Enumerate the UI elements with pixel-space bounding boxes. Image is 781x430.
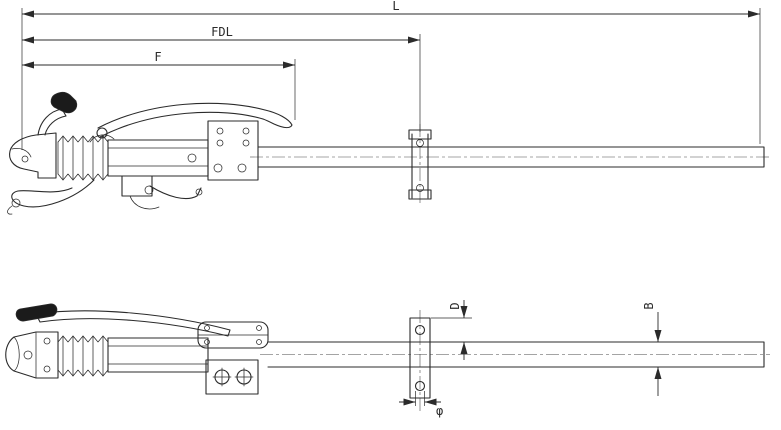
flange-plate-top	[205, 359, 259, 395]
coupling-handle-arm	[37, 108, 67, 136]
top-view: D B φ	[5, 300, 770, 418]
dimension-D: D	[431, 300, 472, 360]
coupling-screw-top	[43, 337, 51, 345]
plate-hole	[242, 139, 250, 147]
cross-plate-outline	[409, 317, 431, 399]
damper-bolt	[204, 325, 210, 331]
coupling-body	[9, 132, 57, 179]
drawbar-outline-top	[267, 341, 765, 368]
clamp-bottom-nut	[408, 189, 432, 200]
dimension-F: F	[22, 50, 296, 120]
bellows-side	[57, 135, 109, 181]
damper-bolt	[256, 339, 262, 345]
cross-plate-hole-upper	[414, 324, 426, 336]
coupling-bolt-top	[23, 350, 33, 360]
lever-outline-top	[35, 310, 231, 337]
support-bracket-outline	[121, 175, 153, 197]
handbrake-lever-top-edge	[97, 102, 266, 129]
housing-side	[107, 139, 209, 177]
bellows-ribs	[62, 335, 104, 377]
dimension-L: L	[21, 0, 761, 150]
housing-detail-lines-top	[107, 345, 209, 365]
support-handle-knob	[195, 188, 203, 196]
housing-bolt	[187, 153, 197, 163]
dimension-label-B: B	[642, 302, 656, 309]
lever-pivot	[96, 127, 108, 139]
plate-hole	[242, 127, 250, 135]
coupling-jaw-line	[11, 148, 32, 158]
flange-plate-outline	[205, 359, 259, 395]
support-bracket-side	[121, 175, 203, 210]
support-pivot	[144, 185, 154, 195]
clamp-top-nut	[408, 129, 432, 140]
dimension-label-F: F	[154, 50, 161, 64]
mounting-plate-outline	[207, 120, 259, 181]
dimension-label-D: D	[448, 302, 462, 309]
handbrake-lever-top	[15, 303, 231, 337]
handbrake-lever-side	[89, 102, 293, 143]
plate-hole	[216, 139, 224, 147]
ratchet-sector	[89, 134, 115, 143]
housing-outline-top	[107, 337, 209, 373]
support-curved-strap	[129, 195, 160, 210]
handbrake-lever-bottom-edge	[99, 111, 264, 138]
mounting-plate-side	[207, 120, 259, 181]
housing-detail-lines	[107, 147, 209, 167]
coupling-head-side	[9, 91, 78, 179]
dimension-B: B	[642, 302, 662, 396]
dimension-FDL: FDL	[22, 25, 421, 132]
plate-bolt	[213, 163, 223, 173]
support-handle	[149, 185, 202, 200]
coupling-pivot-bolt	[21, 155, 29, 163]
housing-top	[107, 337, 209, 373]
housing-outline	[107, 139, 209, 177]
dimension-label-L: L	[392, 0, 399, 13]
cable-ring	[11, 198, 21, 208]
coupling-handle-grip	[50, 91, 78, 114]
bellows-top	[57, 335, 109, 377]
cable-loop	[11, 179, 95, 208]
plate-bolt	[237, 163, 247, 173]
clamp-bottom-bolt	[416, 184, 424, 192]
dimension-phi: φ	[399, 391, 443, 418]
clamp-top-bolt	[416, 139, 424, 147]
cable-hook	[7, 205, 13, 215]
coupling-head-top	[5, 331, 59, 379]
dimension-label-phi: φ	[436, 404, 443, 418]
breakaway-cable	[7, 179, 95, 215]
flange-bolt-crosses	[212, 367, 254, 387]
drawbar-tube-top	[260, 341, 770, 368]
damper-top	[197, 321, 269, 349]
dimension-label-FDL: FDL	[211, 25, 233, 39]
coupling-screw-top	[43, 365, 51, 373]
lever-grip-top	[15, 303, 58, 322]
cross-plate-hole-lower	[414, 380, 426, 392]
side-view: L FDL F	[7, 0, 770, 215]
damper-bolt	[204, 339, 210, 345]
plate-hole	[216, 127, 224, 135]
cross-plate-top	[409, 310, 431, 412]
bellows-ribs	[62, 135, 104, 181]
coupling-jaw-top	[13, 336, 20, 372]
damper-bolt	[256, 325, 262, 331]
clamp-bracket-side	[408, 124, 432, 206]
handbrake-lever-grip	[262, 109, 293, 129]
drawbar-tube-side	[250, 146, 770, 168]
